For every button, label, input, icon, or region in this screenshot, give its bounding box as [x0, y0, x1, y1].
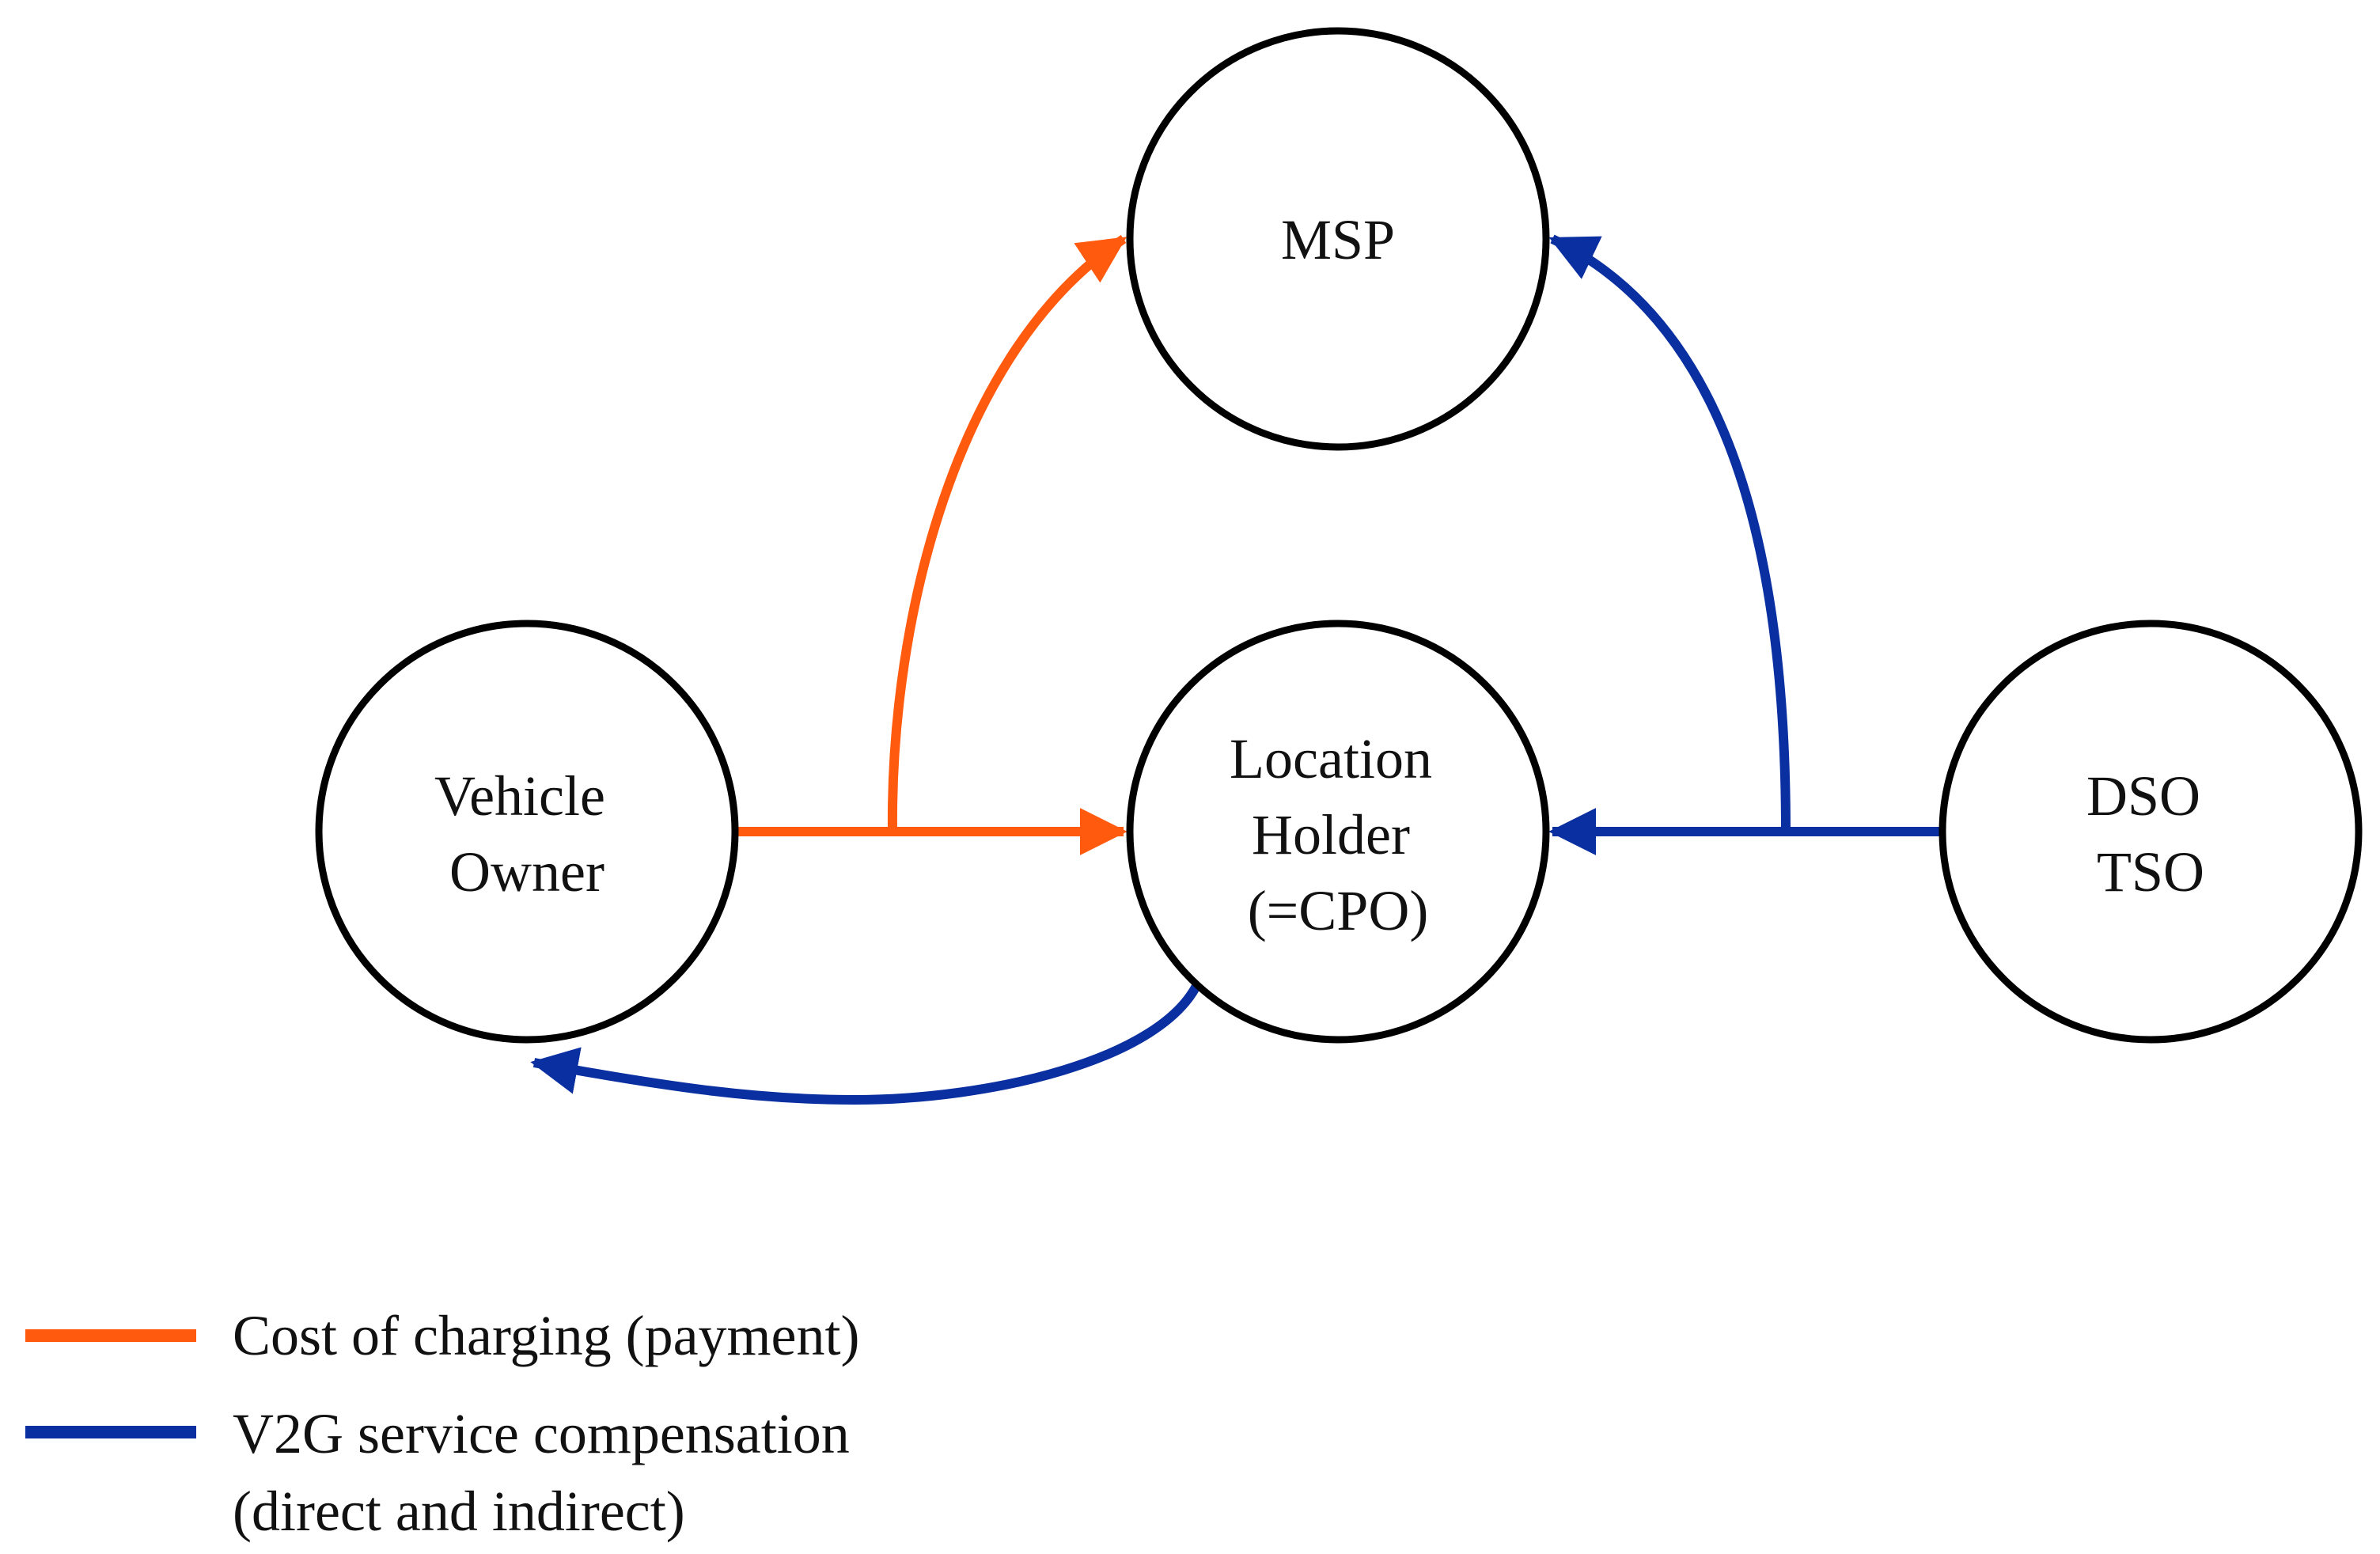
msp-circle: [1126, 27, 1550, 451]
legend-label-v2g-compensation: V2G service compensation (direct and ind…: [233, 1402, 864, 1543]
location-holder-label: Location Holder (=CPO): [1230, 727, 1446, 942]
dso-tso-label-line: DSO: [2086, 764, 2200, 828]
vehicle-owner-label: Vehicle Owner: [434, 764, 620, 904]
vehicle-owner-label-line: Vehicle: [434, 764, 605, 828]
dso-tso-circle: [1938, 620, 2363, 1044]
legend-item-v2g-compensation: V2G service compensation (direct and ind…: [25, 1402, 864, 1543]
location-holder-label-line: Location: [1230, 727, 1432, 790]
node-dso-tso: DSO TSO: [1938, 620, 2363, 1044]
v2g-compensation-flows: [530, 234, 1942, 1105]
location-holder-label-line: (=CPO): [1248, 879, 1429, 942]
legend-item-cost-of-charging: Cost of charging (payment): [25, 1304, 860, 1367]
flow-dso-tso-to-msp: [1548, 234, 1791, 832]
legend-label-line: (direct and indirect): [233, 1480, 685, 1543]
flow-vehicle-owner-to-msp: [887, 234, 1127, 832]
legend-label-cost-of-charging: Cost of charging (payment): [233, 1304, 860, 1367]
node-msp: MSP: [1126, 27, 1550, 451]
msp-label-line: MSP: [1281, 208, 1395, 271]
dso-tso-label: DSO TSO: [2086, 764, 2215, 904]
legend-label-line: V2G service compensation: [233, 1402, 850, 1465]
vehicle-owner-circle: [315, 620, 739, 1044]
vehicle-owner-label-line: Owner: [449, 840, 604, 904]
node-location-holder: Location Holder (=CPO): [1126, 620, 1550, 1044]
msp-label: MSP: [1281, 208, 1395, 271]
legend: Cost of charging (payment) V2G service c…: [25, 1304, 864, 1543]
dso-tso-label-line: TSO: [2097, 840, 2204, 904]
location-holder-circle: [1126, 620, 1550, 1044]
node-vehicle-owner: Vehicle Owner: [315, 620, 739, 1044]
location-holder-label-line: Holder: [1252, 803, 1410, 866]
flow-location-holder-to-vehicle-owner: [530, 979, 1203, 1105]
cost-of-charging-flows: [734, 234, 1127, 855]
